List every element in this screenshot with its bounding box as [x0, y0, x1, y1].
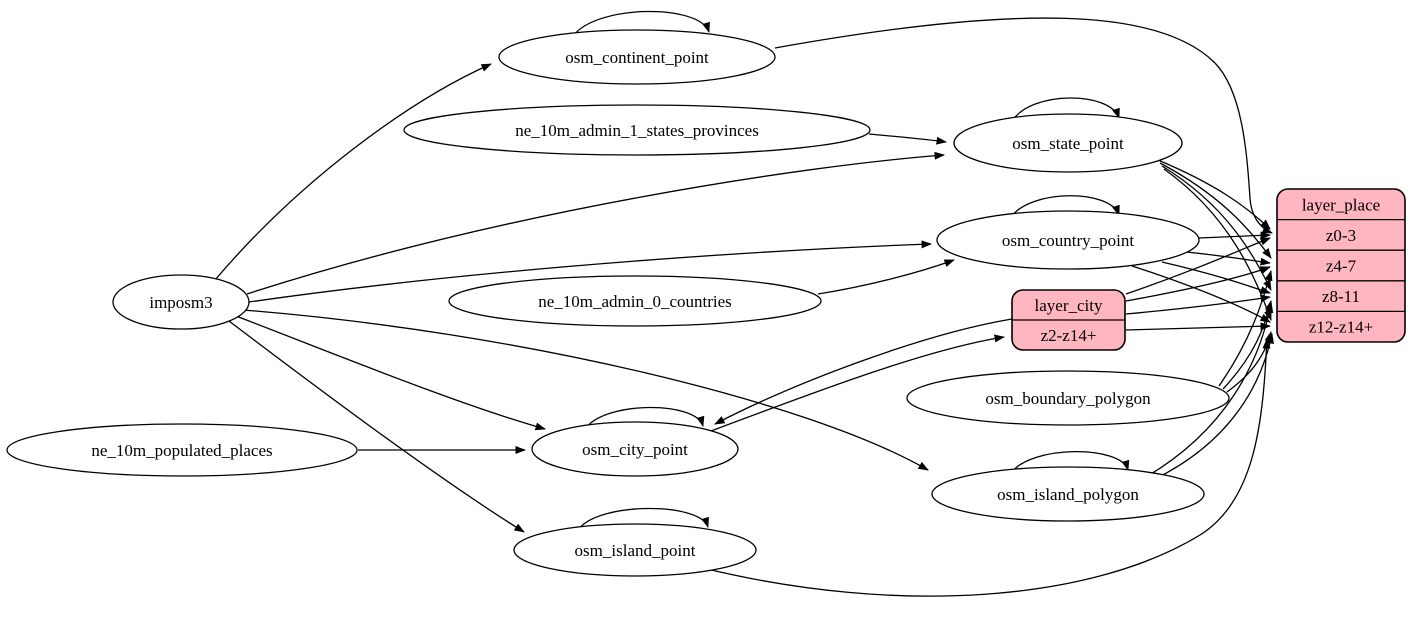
osm_state_point-ellipse [953, 113, 1183, 173]
edge-osm_island_polygon-to-layer_place-z8-11 [1145, 302, 1274, 478]
edge-layer_city-to-layer_place-z0-3 [1125, 237, 1271, 295]
edge-imposm3-to-osm_island_point [228, 320, 525, 533]
edge-osm_island_polygon-to-layer_place-z12-z14+ [1152, 333, 1274, 481]
node-ne_10m_populated_places: ne_10m_populated_places [6, 423, 358, 477]
osm_continent_point-ellipse [498, 29, 776, 85]
osm_continent_point-label: osm_continent_point [565, 48, 709, 67]
edge-osm_island_polygon-to-osm_island_polygon [1010, 451, 1130, 474]
osm_state_point-label: osm_state_point [1012, 134, 1124, 153]
layer_city-header-label: layer_city [1035, 296, 1103, 315]
edge-osm_state_point-to-layer_place-z8-11 [1161, 165, 1272, 291]
edge-osm_country_point-to-layer_place-z12-z14+ [1131, 265, 1271, 323]
edge-osm_island_point-to-layer_place-z12-z14+ [702, 338, 1271, 597]
node-osm_state_point: osm_state_point [953, 113, 1183, 173]
layer_place-row-label: z8-11 [1322, 287, 1360, 306]
layer_city-row-label: z2-z14+ [1041, 326, 1097, 345]
edge-osm_country_point-to-layer_place-z8-11 [1161, 261, 1271, 294]
layer_place-box [1276, 188, 1406, 343]
layer_place-row-label: z4-7 [1326, 257, 1357, 276]
edge-osm_continent_point-to-osm_continent_point [572, 10, 710, 37]
node-osm_city_point: osm_city_point [531, 421, 739, 477]
edge-osm_state_point-to-layer_place-z4-7 [1159, 162, 1272, 259]
imposm3-ellipse [112, 274, 250, 330]
edge-osm_country_point-to-layer_place-z0-3 [1198, 231, 1271, 240]
node-osm_continent_point: osm_continent_point [498, 29, 776, 85]
osm_country_point-label: osm_country_point [1002, 231, 1134, 250]
edge-imposm3-to-osm_city_point [235, 315, 546, 431]
edge-osm_state_point-to-osm_state_point [1012, 97, 1120, 121]
layer_place-row-label: z12-z14+ [1309, 318, 1373, 337]
edge-osm_country_point-to-osm_country_point [1010, 195, 1120, 218]
ne_10m_admin_1_states_provinces-label: ne_10m_admin_1_states_provinces [515, 121, 759, 140]
ne_10m_populated_places-ellipse [6, 423, 358, 477]
ne_10m_populated_places-label: ne_10m_populated_places [91, 441, 272, 460]
osm_city_point-ellipse [531, 421, 739, 477]
edge-imposm3-to-osm_continent_point [214, 63, 492, 281]
osm_island_polygon-ellipse [931, 466, 1205, 522]
edge-imposm3-to-osm_state_point [246, 151, 945, 295]
edge-osm_country_point-to-layer_place-z4-7 [1185, 251, 1271, 266]
ne_10m_admin_0_countries-label: ne_10m_admin_0_countries [538, 292, 732, 311]
node-layer_place: layer_place z0-3 z4-7 z8-11 z12-z14+ [1276, 188, 1406, 343]
edge-layer_city-to-layer_place-z8-11 [1125, 294, 1271, 315]
osm_island_polygon-label: osm_island_polygon [997, 485, 1139, 504]
node-ne_10m_admin_1_states_provinces: ne_10m_admin_1_states_provinces [403, 104, 871, 156]
edge-osm_continent_point-to-layer_place-z0-3 [774, 17, 1273, 234]
edge-osm_city_point-to-layer_city-z2-z14+ [702, 334, 1005, 435]
node-imposm3: imposm3 [112, 274, 250, 330]
edge-layer_city-to-osm_city_point [714, 318, 1013, 425]
osm_island_point-label: osm_island_point [575, 541, 696, 560]
edge-osm_state_point-to-layer_place-z0-3 [1157, 159, 1271, 230]
osm_city_point-label: osm_city_point [582, 440, 688, 459]
edge-osm_city_point-to-osm_city_point [585, 406, 705, 429]
ne_10m_admin_0_countries-ellipse [448, 275, 822, 327]
ne_10m_admin_1_states_provinces-ellipse [403, 104, 871, 156]
node-osm_island_polygon: osm_island_polygon [931, 466, 1205, 522]
imposm3-label: imposm3 [149, 293, 212, 312]
edge-ne_10m_admin_1_states_provinces-to-osm_state_point [868, 133, 947, 145]
edge-imposm3-to-osm_country_point [248, 240, 932, 303]
osm_boundary_polygon-ellipse [906, 370, 1230, 426]
edge-osm_boundary_polygon-to-layer_place-z4-7 [1218, 270, 1273, 387]
layer_place-header-label: layer_place [1302, 195, 1380, 214]
layer_place-row-label: z0-3 [1326, 226, 1356, 245]
edge-imposm3-to-osm_island_polygon [242, 309, 929, 471]
edge-layer_city-to-layer_place-z4-7 [1125, 266, 1271, 302]
osm_country_point-ellipse [936, 210, 1200, 270]
edge-ne_10m_admin_0_countries-to-osm_country_point [817, 259, 955, 295]
node-layer_city: layer_city z2-z14+ [1011, 289, 1126, 351]
node-osm_island_point: osm_island_point [513, 523, 757, 577]
node-osm_boundary_polygon: osm_boundary_polygon [906, 370, 1230, 426]
osm_boundary_polygon-label: osm_boundary_polygon [985, 389, 1151, 408]
node-osm_country_point: osm_country_point [936, 210, 1200, 270]
edge-osm_boundary_polygon-to-layer_place-z8-11 [1222, 300, 1273, 390]
osm_island_point-ellipse [513, 523, 757, 577]
node-ne_10m_admin_0_countries: ne_10m_admin_0_countries [448, 275, 822, 327]
edge-layer_city-to-layer_place-z12-z14+ [1125, 322, 1271, 331]
edge-osm_island_point-to-osm_island_point [578, 507, 709, 530]
